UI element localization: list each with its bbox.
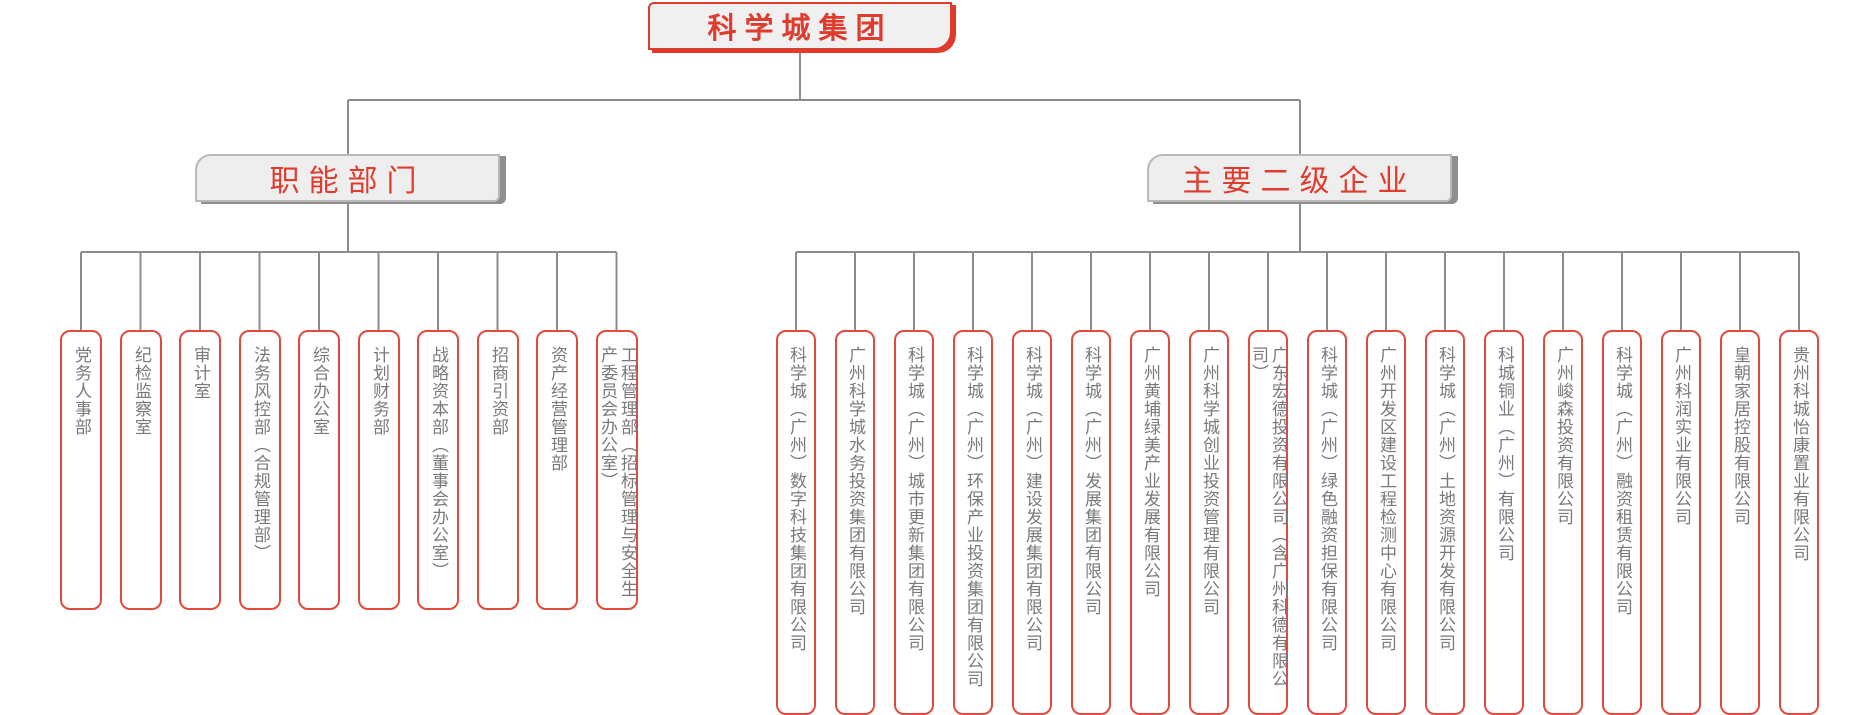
enterprise-node: 广州科润实业有限公司 bbox=[1661, 330, 1701, 715]
department-node: 党务人事部 bbox=[60, 330, 102, 610]
enterprise-label: 广州黄埔绿美产业发展有限公司 bbox=[1140, 346, 1160, 598]
enterprise-node: 科学城（广州）城市更新集团有限公司 bbox=[894, 330, 934, 715]
enterprise-node: 科学城（广州）绿色融资担保有限公司 bbox=[1307, 330, 1347, 715]
enterprise-node: 皇朝家居控股有限公司 bbox=[1720, 330, 1760, 715]
enterprise-node: 科学城（广州）融资租赁有限公司 bbox=[1602, 330, 1642, 715]
enterprise-node: 科学城（广州）数字科技集团有限公司 bbox=[776, 330, 816, 715]
enterprise-node: 广州开发区建设工程检测中心有限公司 bbox=[1366, 330, 1406, 715]
enterprise-label: 科学城（广州）发展集团有限公司 bbox=[1081, 346, 1101, 616]
enterprise-node: 广东宏德投资有限公司（含广州科德有限公司） bbox=[1248, 330, 1288, 715]
enterprise-node: 科学城（广州）建设发展集团有限公司 bbox=[1012, 330, 1052, 715]
departments-title: 职能部门 bbox=[269, 164, 426, 199]
department-label: 招商引资部 bbox=[488, 346, 508, 436]
department-label: 战略资本部（董事会办公室） bbox=[428, 346, 448, 580]
enterprise-label: 广州峻森投资有限公司 bbox=[1553, 346, 1573, 526]
department-node: 计划财务部 bbox=[358, 330, 400, 610]
root-title: 科学城集团 bbox=[707, 11, 893, 45]
enterprises-title: 主要二级企业 bbox=[1182, 164, 1417, 199]
enterprise-node: 科学城（广州）土地资源开发有限公司 bbox=[1425, 330, 1465, 715]
department-label: 计划财务部 bbox=[369, 346, 389, 436]
department-node: 招商引资部 bbox=[477, 330, 519, 610]
department-node: 工程管理部（招标管理与安全生产委员会办公室） bbox=[596, 330, 638, 610]
enterprise-node: 贵州科城怡康置业有限公司 bbox=[1779, 330, 1819, 715]
enterprise-label: 广州开发区建设工程检测中心有限公司 bbox=[1376, 346, 1396, 652]
enterprise-node: 广州峻森投资有限公司 bbox=[1543, 330, 1583, 715]
enterprise-label: 广州科学城创业投资管理有限公司 bbox=[1199, 346, 1219, 616]
enterprise-node: 广州科学城创业投资管理有限公司 bbox=[1189, 330, 1229, 715]
department-node: 法务风控部（合规管理部） bbox=[239, 330, 281, 610]
enterprise-label: 科学城（广州）土地资源开发有限公司 bbox=[1435, 346, 1455, 652]
department-node: 综合办公室 bbox=[298, 330, 340, 610]
enterprise-node: 科学城（广州）发展集团有限公司 bbox=[1071, 330, 1111, 715]
enterprise-label: 科学城（广州）建设发展集团有限公司 bbox=[1022, 346, 1042, 652]
enterprise-label: 科城铜业（广州）有限公司 bbox=[1494, 346, 1514, 562]
department-node: 审计室 bbox=[179, 330, 221, 610]
department-node: 战略资本部（董事会办公室） bbox=[417, 330, 459, 610]
enterprise-label: 广东宏德投资有限公司（含广州科德有限公司） bbox=[1248, 346, 1288, 688]
enterprise-label: 广州科学城水务投资集团有限公司 bbox=[845, 346, 865, 616]
department-label: 法务风控部（合规管理部） bbox=[250, 346, 270, 562]
root-node: 科学城集团 bbox=[648, 2, 952, 50]
enterprise-node: 科城铜业（广州）有限公司 bbox=[1484, 330, 1524, 715]
enterprise-label: 科学城（广州）融资租赁有限公司 bbox=[1612, 346, 1632, 616]
department-label: 审计室 bbox=[190, 346, 210, 400]
department-label: 党务人事部 bbox=[71, 346, 91, 436]
department-label: 工程管理部（招标管理与安全生产委员会办公室） bbox=[597, 346, 637, 598]
enterprise-label: 贵州科城怡康置业有限公司 bbox=[1789, 346, 1809, 562]
enterprise-label: 科学城（广州）环保产业投资集团有限公司 bbox=[963, 346, 983, 688]
enterprise-label: 皇朝家居控股有限公司 bbox=[1730, 346, 1750, 526]
enterprise-label: 科学城（广州）城市更新集团有限公司 bbox=[904, 346, 924, 652]
enterprise-node: 广州科学城水务投资集团有限公司 bbox=[835, 330, 875, 715]
department-label: 资产经营管理部 bbox=[547, 346, 567, 472]
department-label: 纪检监察室 bbox=[131, 346, 151, 436]
enterprise-node: 广州黄埔绿美产业发展有限公司 bbox=[1130, 330, 1170, 715]
enterprise-label: 广州科润实业有限公司 bbox=[1671, 346, 1691, 526]
enterprise-label: 科学城（广州）数字科技集团有限公司 bbox=[786, 346, 806, 652]
department-label: 综合办公室 bbox=[309, 346, 329, 436]
department-node: 资产经营管理部 bbox=[536, 330, 578, 610]
enterprise-label: 科学城（广州）绿色融资担保有限公司 bbox=[1317, 346, 1337, 652]
department-node: 纪检监察室 bbox=[120, 330, 162, 610]
departments-node: 职能部门 bbox=[195, 154, 500, 202]
enterprise-node: 科学城（广州）环保产业投资集团有限公司 bbox=[953, 330, 993, 715]
enterprises-node: 主要二级企业 bbox=[1147, 154, 1452, 202]
